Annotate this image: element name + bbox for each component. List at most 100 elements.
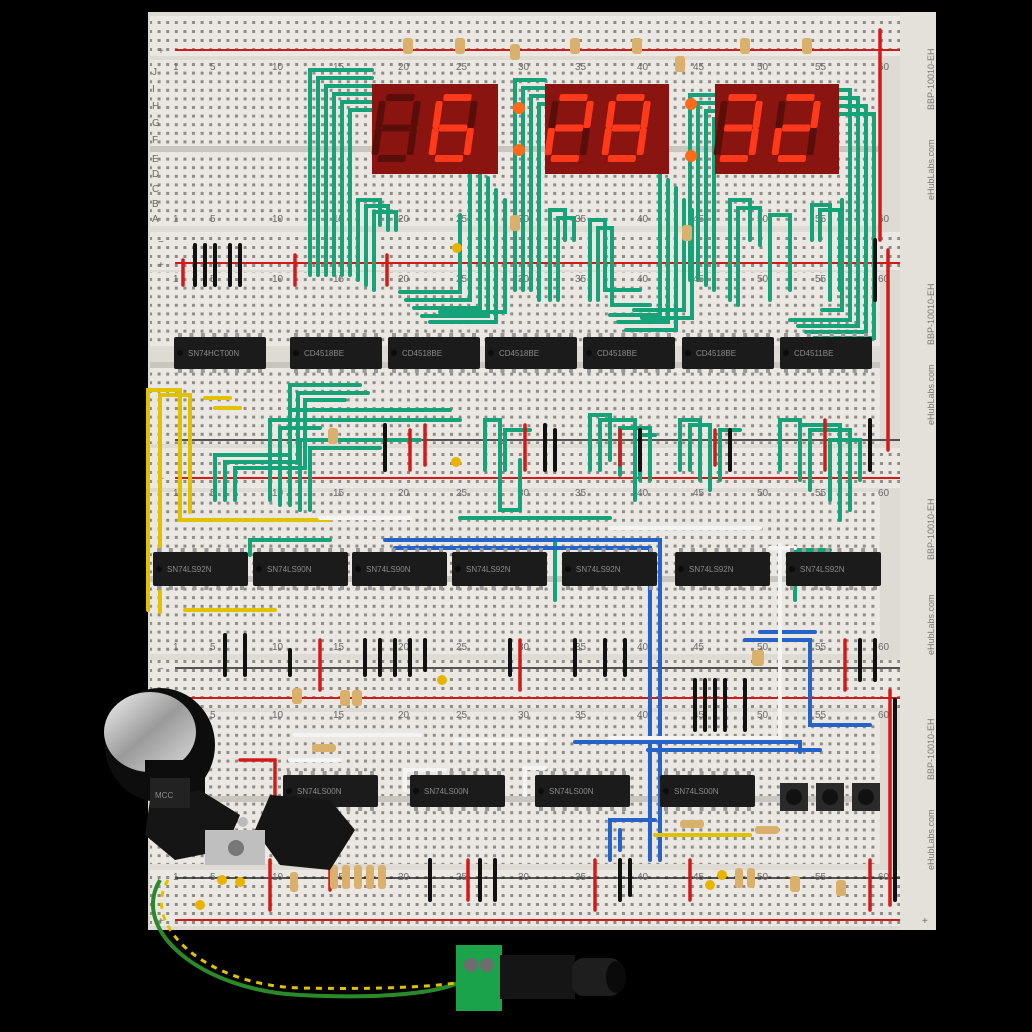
seven-segment-displays [371, 84, 839, 174]
ic-chip: SN74LS00N [660, 771, 755, 811]
segment [406, 128, 417, 155]
column-number: 45 [693, 710, 705, 721]
push-button[interactable] [852, 783, 880, 811]
chip-label: CD4518BE [304, 349, 344, 358]
seven-segment-digit [713, 94, 763, 162]
board-labels: eHubLabs.com BBP-10010-EH BBP-10010-EH e… [926, 48, 936, 870]
segment [717, 101, 728, 128]
column-number: 15 [333, 642, 345, 653]
column-number: 5 [210, 214, 216, 225]
segment [583, 101, 594, 128]
ic-chip: SN74LS92N [452, 548, 547, 590]
column-number: 50 [757, 710, 769, 721]
column-number: 1 [173, 274, 179, 285]
segment [786, 94, 815, 101]
column-number: 55 [815, 710, 827, 721]
terminal-block [456, 945, 502, 1011]
digits [371, 94, 821, 162]
column-number: 35 [575, 62, 587, 73]
column-number: 35 [575, 642, 587, 653]
segment [719, 155, 749, 162]
column-number: 50 [757, 62, 769, 73]
chip-label: CD4518BE [402, 349, 442, 358]
column-number: 15 [333, 488, 345, 499]
column-number: 10 [272, 214, 284, 225]
column-number: 1 [173, 872, 179, 883]
segment [559, 94, 588, 101]
segment [728, 94, 757, 101]
ic-chip: CD4518BE [388, 333, 480, 373]
push-button[interactable] [816, 783, 844, 811]
segment [781, 124, 811, 132]
segment [381, 124, 411, 132]
brand-label: eHubLabs.com [926, 594, 936, 655]
column-number: 5 [210, 872, 216, 883]
column-number: 50 [757, 274, 769, 285]
row-letter: H [152, 101, 159, 112]
column-number: 35 [575, 274, 587, 285]
column-number: 15 [333, 872, 345, 883]
segment [554, 124, 584, 132]
column-number: 40 [637, 214, 649, 225]
ic-chip: SN74LS92N [562, 548, 657, 590]
segment [438, 124, 468, 132]
column-number: 40 [637, 488, 649, 499]
seven-segment-digit [428, 94, 478, 162]
segment [611, 124, 641, 132]
yellow-jumper-wires [146, 388, 752, 837]
column-number: 25 [456, 642, 468, 653]
column-number: 40 [637, 642, 649, 653]
segment [548, 101, 559, 128]
column-number: 15 [333, 214, 345, 225]
column-number: 30 [518, 488, 530, 499]
segment [544, 128, 555, 155]
segment [467, 101, 478, 128]
segment [636, 128, 647, 155]
row-letter: J [152, 67, 157, 78]
segment [428, 128, 439, 155]
column-number: 35 [575, 488, 587, 499]
column-number: 50 [757, 872, 769, 883]
column-number: 15 [333, 62, 345, 73]
ic-chip: CD4518BE [290, 333, 382, 373]
column-number: 60 [878, 710, 890, 721]
segment [410, 101, 421, 128]
column-number: 5 [210, 62, 216, 73]
segment [443, 94, 472, 101]
segment [607, 155, 637, 162]
column-number: 5 [210, 710, 216, 721]
resistors [290, 38, 846, 896]
push-button[interactable] [780, 783, 808, 811]
red-jumper-wires [181, 28, 892, 912]
column-number: 35 [575, 710, 587, 721]
column-number: 1 [173, 214, 179, 225]
brand-label: eHubLabs.com [926, 364, 936, 425]
column-number: 35 [575, 872, 587, 883]
row-letters: J I H G F E D C B A [152, 67, 160, 225]
chip-label: SN74LS92N [689, 565, 734, 574]
column-number: 10 [272, 710, 284, 721]
segment [605, 101, 616, 128]
small-capacitors [195, 243, 727, 910]
column-number: 55 [815, 488, 827, 499]
row-letter: I [152, 84, 155, 95]
seven-segment-digit [544, 94, 594, 162]
column-number: 20 [398, 62, 410, 73]
row-letter: E [152, 154, 159, 165]
column-number: 60 [878, 642, 890, 653]
column-number: 50 [757, 488, 769, 499]
rail-plus-label: + [158, 916, 164, 927]
column-number: 55 [815, 62, 827, 73]
chip-label: SN74LS00N [297, 787, 342, 796]
column-number: 55 [815, 872, 827, 883]
row-letter: D [152, 169, 159, 180]
column-number: 30 [518, 872, 530, 883]
column-number: 20 [398, 872, 410, 883]
chip-label: SN74LS92N [167, 565, 212, 574]
colon-led [513, 144, 525, 156]
column-number: 55 [815, 274, 827, 285]
segment [640, 101, 651, 128]
colon-led [513, 102, 525, 114]
ic-chip: CD4518BE [485, 333, 577, 373]
